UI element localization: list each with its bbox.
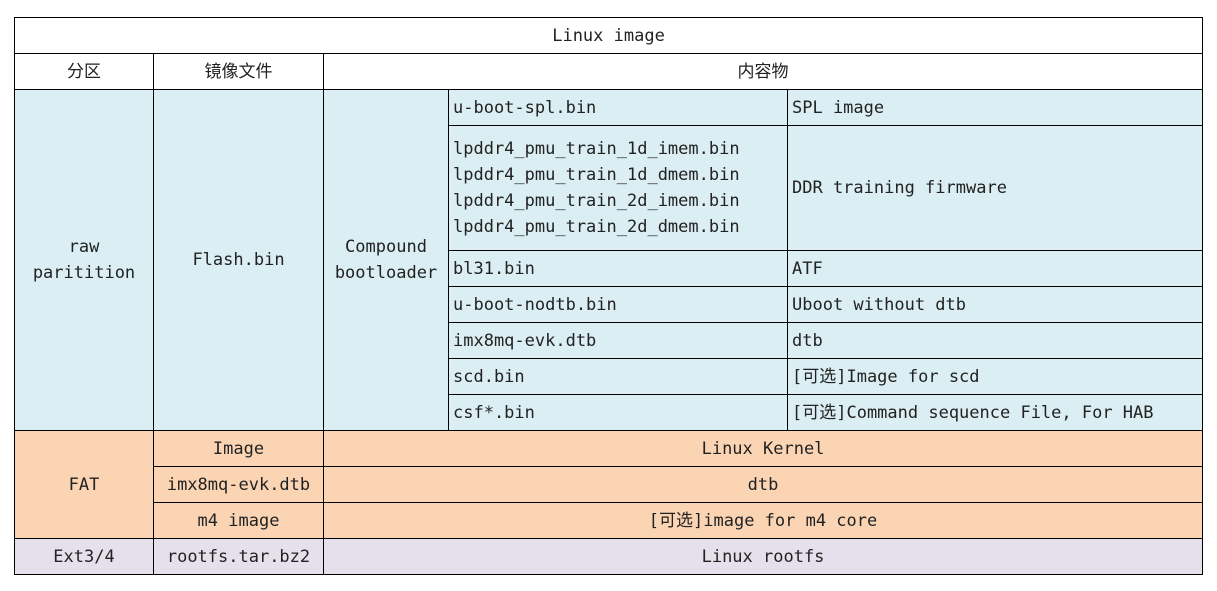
- table-row: scd.bin [可选]Image for scd: [15, 358, 1204, 395]
- fat-content-cell: [可选]image for m4 core: [322, 502, 1204, 539]
- desc-cell: [可选]Image for scd: [786, 358, 1204, 395]
- compound-bootloader-cell: Compound bootloader: [323, 89, 449, 431]
- desc-cell: Uboot without dtb: [786, 286, 1204, 323]
- header-image-file: 镜像文件: [153, 53, 324, 90]
- table-row: lpddr4_pmu_train_1d_imem.bin lpddr4_pmu_…: [15, 125, 1204, 251]
- table-row: csf*.bin [可选]Command sequence File, For …: [15, 394, 1204, 431]
- file-cell: csf*.bin: [448, 394, 788, 431]
- raw-partition-cell: raw paritition: [14, 89, 154, 431]
- ext-content-cell: Linux rootfs: [322, 538, 1204, 575]
- file-cell: bl31.bin: [448, 250, 788, 287]
- ddr-file-line: lpddr4_pmu_train_2d_dmem.bin: [453, 217, 740, 237]
- desc-cell: [可选]Command sequence File, For HAB: [786, 394, 1204, 431]
- table-title: Linux image: [13, 17, 1204, 54]
- table-row: m4 image [可选]image for m4 core: [15, 502, 1204, 539]
- table-row: Ext3/4 rootfs.tar.bz2 Linux rootfs: [14, 538, 1204, 575]
- fat-content-cell: Linux Kernel: [322, 430, 1204, 467]
- fat-image-cell: m4 image: [153, 502, 324, 539]
- fat-image-cell: Image: [153, 430, 324, 467]
- header-contents: 内容物: [322, 53, 1204, 90]
- file-cell: u-boot-spl.bin: [448, 89, 788, 126]
- desc-cell: SPL image: [786, 89, 1204, 126]
- fat-partition-cell: FAT: [14, 430, 154, 539]
- fat-image-cell: imx8mq-evk.dtb: [153, 466, 324, 503]
- ext-image-cell: rootfs.tar.bz2: [153, 538, 324, 575]
- file-cell: u-boot-nodtb.bin: [448, 286, 788, 323]
- table-row: bl31.bin ATF: [15, 250, 1204, 287]
- ddr-file-line: lpddr4_pmu_train_1d_imem.bin: [453, 139, 740, 159]
- header-partition: 分区: [14, 53, 154, 90]
- desc-cell: DDR training firmware: [786, 125, 1204, 251]
- table-row: imx8mq-evk.dtb dtb: [15, 466, 1204, 503]
- desc-cell: ATF: [786, 250, 1204, 287]
- linux-image-table: Linux image 分区 镜像文件 内容物 raw paritition F…: [13, 17, 1204, 575]
- file-cell: imx8mq-evk.dtb: [448, 322, 788, 359]
- ext-partition-cell: Ext3/4: [14, 538, 154, 575]
- ddr-file-line: lpddr4_pmu_train_1d_dmem.bin: [453, 165, 740, 185]
- table-row: imx8mq-evk.dtb dtb: [15, 322, 1204, 359]
- raw-image-cell: Flash.bin: [153, 89, 324, 431]
- table-row: raw paritition Flash.bin Compound bootlo…: [14, 89, 1204, 431]
- fat-content-cell: dtb: [322, 466, 1204, 503]
- table-row: FAT Image Linux Kernel: [14, 430, 1204, 539]
- ddr-files-cell: lpddr4_pmu_train_1d_imem.bin lpddr4_pmu_…: [448, 125, 788, 251]
- desc-cell: dtb: [786, 322, 1204, 359]
- file-cell: scd.bin: [448, 358, 788, 395]
- ddr-file-line: lpddr4_pmu_train_2d_imem.bin: [453, 191, 740, 211]
